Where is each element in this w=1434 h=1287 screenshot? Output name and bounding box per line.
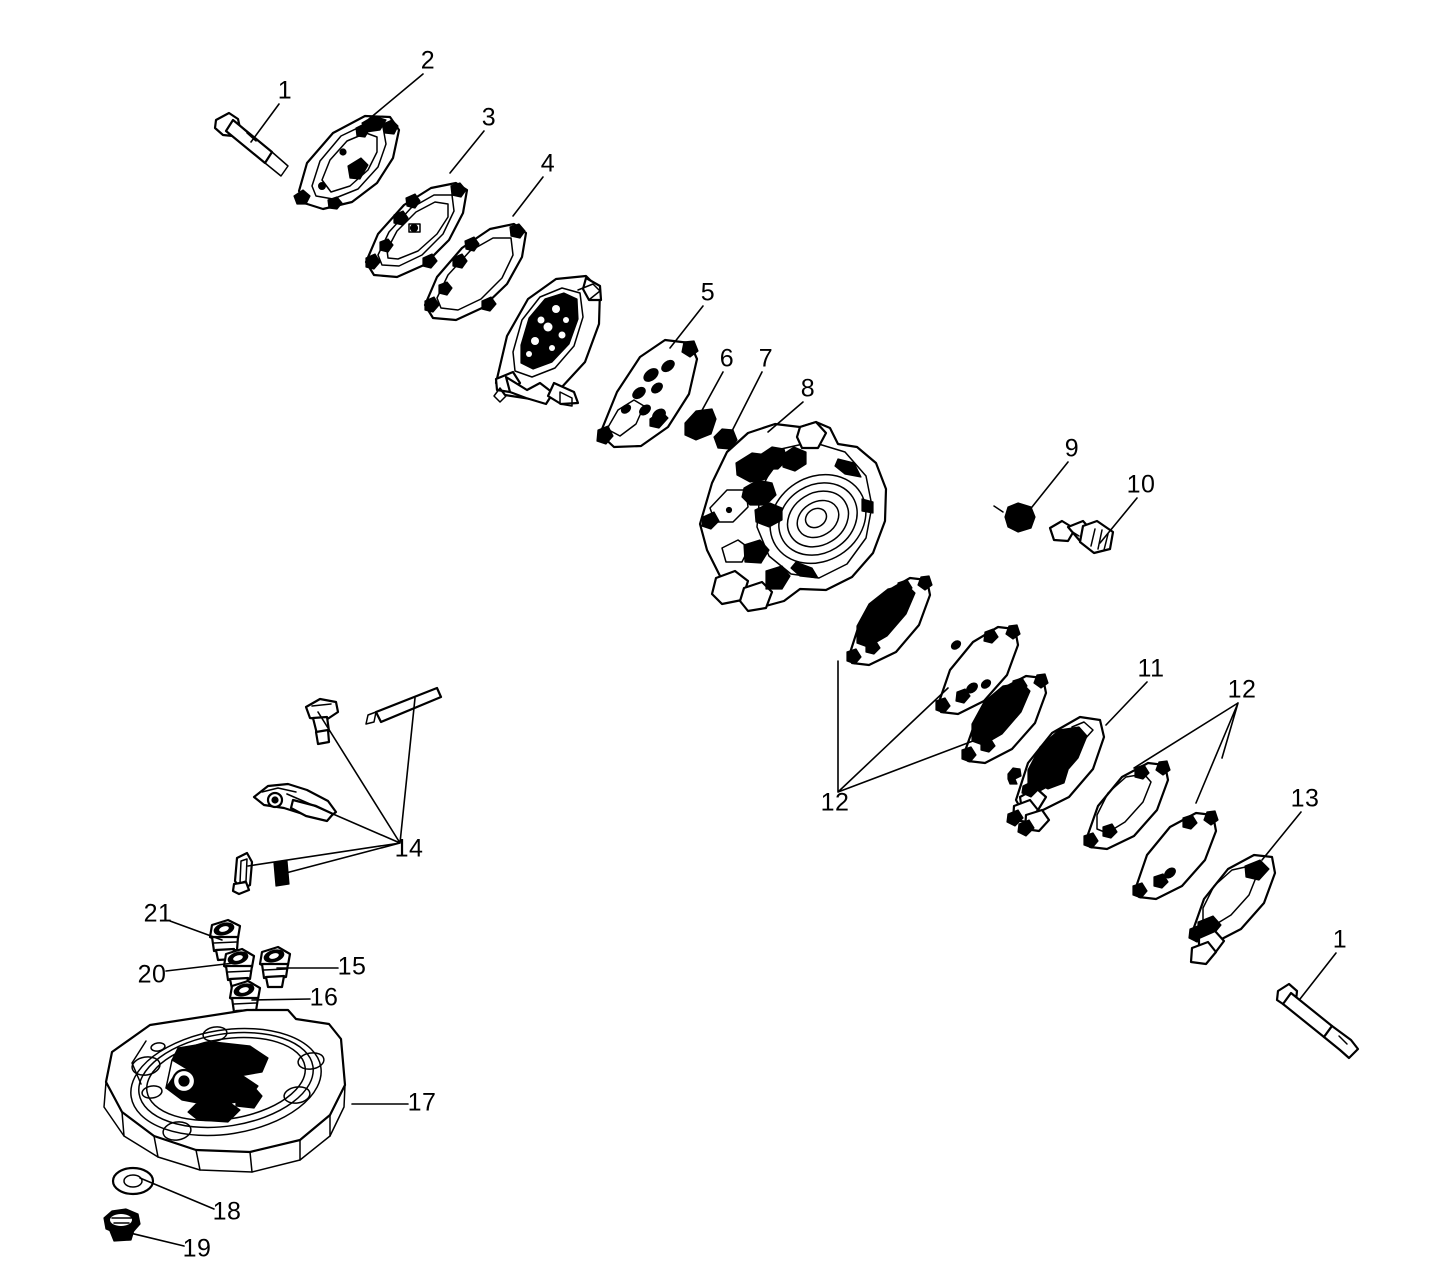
callout-number-21: 21 <box>144 900 173 928</box>
leader-line-1 <box>250 103 280 143</box>
part-gasket-right-ring <box>1083 760 1171 851</box>
part-carburetor-body <box>698 420 888 613</box>
callout-11: 11 <box>1105 655 1165 726</box>
leader-line-5 <box>669 305 704 349</box>
part-metering-lever-assembly <box>1006 715 1106 837</box>
leader-line-14 <box>247 697 416 875</box>
leader-line-16 <box>251 998 311 1001</box>
part-inlet-screen <box>684 408 717 441</box>
callout-2: 2 <box>368 47 435 120</box>
callout-7: 7 <box>731 345 773 432</box>
callout-number-17: 17 <box>408 1089 437 1117</box>
callout-20: 20 <box>138 961 235 989</box>
callout-13: 13 <box>1261 785 1320 861</box>
leader-line-19 <box>125 1231 185 1247</box>
part-gasket-far-right <box>1132 810 1219 901</box>
leader-line-2 <box>368 73 424 120</box>
callout-8: 8 <box>767 375 815 433</box>
callout-21: 21 <box>144 900 223 941</box>
callout-number-6: 6 <box>720 345 734 373</box>
callout-number-1: 1 <box>1333 926 1347 954</box>
part-inlet-needle <box>713 428 738 450</box>
callout-18: 18 <box>139 1177 242 1226</box>
part-metering-plate <box>596 338 699 449</box>
part-pump-cover <box>293 114 401 211</box>
part-drain-washer <box>111 1166 155 1196</box>
part-gasket-upper <box>846 575 933 667</box>
callout-12: 12 <box>1133 676 1257 804</box>
part-throttle-linkage-set <box>231 686 443 896</box>
leader-line-12 <box>1133 702 1239 804</box>
callout-1: 1 <box>1299 926 1347 1000</box>
callout-number-12: 12 <box>1228 676 1257 704</box>
callout-5: 5 <box>669 279 715 349</box>
callout-number-8: 8 <box>801 375 815 403</box>
callout-1: 1 <box>250 77 292 143</box>
leader-line-6 <box>699 371 724 415</box>
leader-line-3 <box>449 130 485 174</box>
callout-number-4: 4 <box>541 150 555 178</box>
callout-17: 17 <box>351 1089 437 1117</box>
callout-14: 14 <box>247 697 424 875</box>
part-drain-screw <box>103 1208 141 1242</box>
part-nozzle-fitting <box>208 918 242 962</box>
leader-line-10 <box>1099 497 1138 544</box>
callout-3: 3 <box>449 104 496 174</box>
callout-10: 10 <box>1099 471 1156 544</box>
callout-number-13: 13 <box>1291 785 1320 813</box>
leader-line-4 <box>512 176 544 217</box>
part-gasket-lower-left <box>961 673 1049 785</box>
part-bolt-lower <box>1275 982 1360 1060</box>
part-bolt-upper <box>213 111 289 177</box>
part-pump-diaphragm <box>423 222 528 322</box>
callout-number-10: 10 <box>1127 471 1156 499</box>
leader-line-9 <box>1027 461 1069 513</box>
part-main-jet <box>258 945 292 989</box>
callout-16: 16 <box>251 984 339 1012</box>
callout-6: 6 <box>699 345 734 415</box>
callout-number-15: 15 <box>338 953 367 981</box>
part-pump-body-screen <box>493 274 603 407</box>
callout-number-20: 20 <box>138 961 167 989</box>
callout-9: 9 <box>1027 435 1079 513</box>
callout-number-11: 11 <box>1138 655 1165 683</box>
part-gasket-middle <box>935 624 1021 716</box>
leader-line-20 <box>165 962 235 972</box>
leader-line-1 <box>1299 952 1337 1000</box>
part-cover-gasket-lower <box>1188 853 1277 966</box>
callout-number-19: 19 <box>183 1235 212 1263</box>
part-float-bowl-body <box>103 1008 347 1173</box>
callout-12: 12 <box>821 660 1003 817</box>
callout-number-1: 1 <box>278 77 292 105</box>
leader-line-11 <box>1105 681 1148 726</box>
callout-4: 4 <box>512 150 555 217</box>
leader-line-18 <box>139 1177 215 1210</box>
callout-number-16: 16 <box>310 984 339 1012</box>
callout-15: 15 <box>276 953 367 981</box>
callout-number-9: 9 <box>1065 435 1079 463</box>
part-idle-mixture-screw <box>1048 519 1115 555</box>
leader-line-12 <box>837 660 1003 793</box>
callout-number-3: 3 <box>482 104 496 132</box>
leader-line-7 <box>731 371 763 432</box>
leader-line-8 <box>767 401 804 433</box>
callout-number-2: 2 <box>421 47 435 75</box>
part-welch-plug <box>993 502 1036 533</box>
callout-number-12: 12 <box>821 789 850 817</box>
callout-number-14: 14 <box>395 835 424 863</box>
callout-number-7: 7 <box>759 345 773 373</box>
callout-number-5: 5 <box>701 279 715 307</box>
callout-number-18: 18 <box>213 1198 242 1226</box>
callout-19: 19 <box>125 1231 212 1263</box>
leader-line-21 <box>169 920 223 941</box>
part-pump-gasket <box>364 181 469 279</box>
leader-line-13 <box>1261 811 1302 861</box>
